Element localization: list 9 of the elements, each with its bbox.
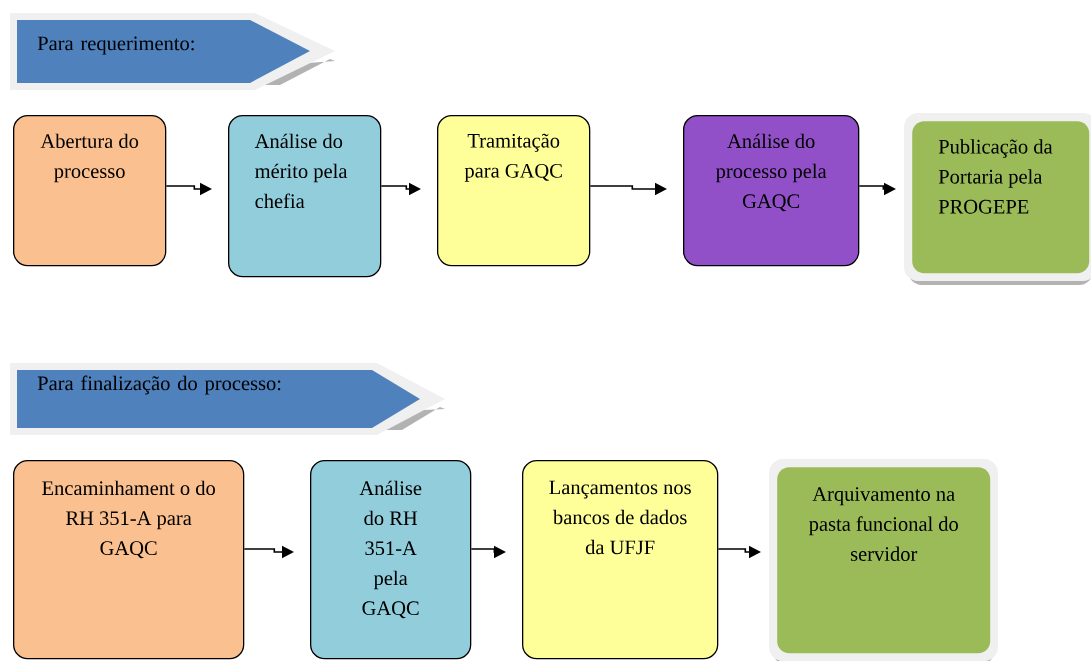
process-box: Análise do mérito pela chefia xyxy=(228,115,382,278)
process-box: Tramitação para GAQC xyxy=(437,115,591,267)
process-box: Publicação da Portaria pela PROGEPE xyxy=(904,113,1091,285)
process-box: Arquivamento na pasta funcional do servidor xyxy=(769,459,998,661)
process-box: Abertura do processo xyxy=(13,115,167,267)
process-box: Análise do RH 351-A pela GAQC xyxy=(310,460,472,660)
process-box: Lançamentos nos bancos de dados da UFJF xyxy=(522,460,719,660)
process-box: Análise do processo pela GAQC xyxy=(683,115,860,267)
process-box: Encaminhament o do RH 351-A para GAQC xyxy=(13,460,245,660)
